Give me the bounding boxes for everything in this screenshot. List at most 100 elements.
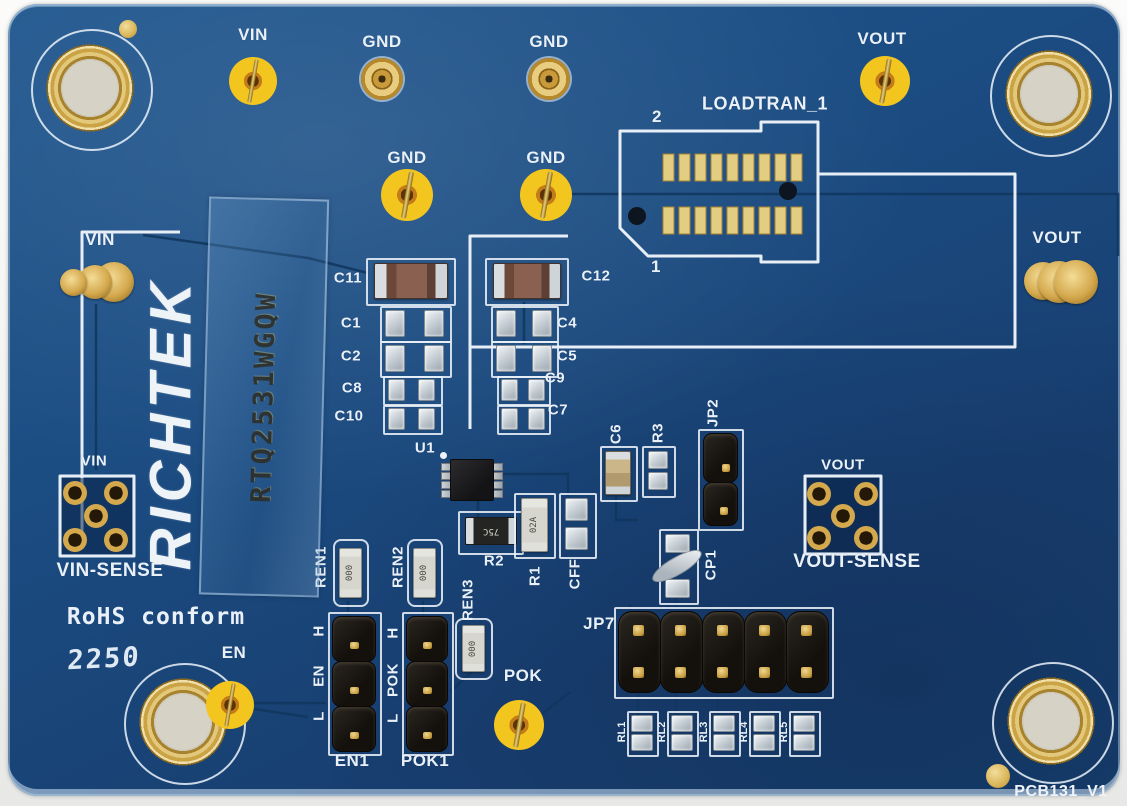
- c8-label: C8: [341, 379, 363, 397]
- silkscreen-traces: [58, 120, 1120, 719]
- cff-pad: [565, 527, 588, 550]
- richtek-logo: RICHTEK: [138, 277, 204, 571]
- r1-outline: [514, 493, 556, 559]
- pok-name-label: POK: [384, 662, 402, 698]
- jp7-socket: [744, 611, 787, 693]
- pok1-jumper-block: [406, 661, 448, 707]
- loadtran-pin1-label: 1: [651, 257, 661, 276]
- ren2-marking: 000: [419, 564, 430, 582]
- rl1-outline: [627, 711, 659, 757]
- part-number-text: RTQ2531WGQW: [245, 290, 283, 504]
- jp7-socket-hole: [633, 625, 644, 636]
- jp7-socket: [786, 611, 829, 693]
- vout-test-point: [860, 56, 910, 106]
- c11-outline: [366, 258, 456, 306]
- vout-sense-label: VOUT-SENSE: [793, 551, 921, 572]
- vout-top-label: VOUT: [857, 29, 907, 48]
- jp7-socket-hole: [801, 625, 812, 636]
- en1-jumper-block: [332, 616, 376, 662]
- c2-pad: [424, 345, 444, 372]
- pcb-version: PCB131_V1: [1014, 783, 1108, 800]
- date-code: 2250: [66, 641, 142, 677]
- jp7-socket-hole: [633, 667, 644, 678]
- c7-pad: [528, 408, 545, 430]
- rl5-outline: [789, 711, 821, 757]
- en-name-label: EN: [310, 665, 328, 687]
- rl4-pad: [753, 715, 775, 732]
- u1-ic: [450, 459, 494, 501]
- en1-outline: [328, 612, 382, 756]
- jp7-socket-hole: [759, 667, 770, 678]
- ren2-resistor: 000: [413, 548, 436, 598]
- c5-label: C5: [556, 347, 578, 365]
- jp2-header: [703, 482, 738, 526]
- c9-pad: [528, 379, 545, 401]
- mounting-hole-bottom-right: [997, 667, 1105, 775]
- jp7-socket-hole: [717, 667, 728, 678]
- r2-label: R2: [483, 552, 505, 570]
- vout-edge-connector: [1024, 259, 1098, 304]
- vin-sense-top-label: VIN: [80, 452, 108, 470]
- vout-sense-via: [807, 482, 831, 506]
- c7-pad: [501, 408, 518, 430]
- en1-jumper-block: [332, 661, 376, 707]
- u1-label: U1: [414, 439, 436, 457]
- jp2-pin-glint: [720, 507, 728, 515]
- r1-label: R1: [526, 565, 544, 587]
- c12-outline: [485, 258, 569, 306]
- pok-h-label: H: [384, 627, 402, 639]
- c2-pad: [385, 345, 405, 372]
- loadtran-pin2-label: 2: [652, 107, 662, 126]
- r1-resistor: 02A: [521, 498, 548, 552]
- vin-sense-via: [104, 481, 128, 505]
- gnd4-label: GND: [526, 148, 566, 167]
- en1-pin-glint: [350, 732, 359, 739]
- rl1-pad: [631, 734, 653, 751]
- cff-label: CFF: [566, 558, 584, 590]
- vout-sense-via: [854, 482, 878, 506]
- en1-jumper-block: [332, 706, 376, 752]
- mounting-hole-top-right: [995, 40, 1103, 148]
- fiducial-dot: [986, 764, 1010, 788]
- vin-test-point: [229, 57, 277, 105]
- rl5-pad: [793, 734, 815, 751]
- u1-pin1-dot: [440, 452, 447, 459]
- r2-marking: 75C: [482, 526, 500, 536]
- jp2-pin-glint: [722, 464, 730, 472]
- r3-outline: [642, 446, 676, 498]
- rl2-outline: [667, 711, 699, 757]
- ren3-marking: 000: [468, 640, 479, 657]
- en1-label: EN1: [334, 751, 370, 770]
- rl2-pad: [671, 715, 693, 732]
- vout-sense-via: [854, 526, 878, 550]
- jp7-socket-hole: [675, 625, 686, 636]
- c7-label: C7: [547, 401, 569, 419]
- c10-label: C10: [334, 407, 364, 425]
- c2-label: C2: [340, 347, 362, 365]
- rl4-pad: [753, 734, 775, 751]
- ren1-resistor: 000: [339, 548, 362, 598]
- pok1-jumper-block: [406, 616, 448, 662]
- c6-outline: [600, 446, 638, 502]
- c11-capacitor: [374, 263, 448, 299]
- c10-pad: [418, 408, 435, 430]
- pok1-pin-glint: [423, 642, 432, 649]
- ren3-resistor: 000: [462, 625, 485, 672]
- c8-pad: [418, 379, 435, 401]
- c6-capacitor: [605, 451, 631, 495]
- ren2-outline: [407, 539, 443, 607]
- vin-edge-label: VIN: [85, 230, 115, 249]
- c1-label: C1: [340, 314, 362, 332]
- c1-pad: [385, 310, 405, 337]
- jp2-outline: [698, 429, 744, 531]
- rl2-pad: [671, 734, 693, 751]
- cff-outline: [559, 493, 597, 559]
- jp2-header: [703, 433, 738, 483]
- c4-pad: [532, 310, 552, 337]
- r3-pad: [648, 451, 668, 469]
- pok1-outline: [402, 612, 454, 756]
- gnd1-label: GND: [362, 32, 402, 51]
- mounting-hole-top-left: [36, 34, 144, 142]
- vin-sense-via: [104, 528, 128, 552]
- c8-pad: [388, 379, 405, 401]
